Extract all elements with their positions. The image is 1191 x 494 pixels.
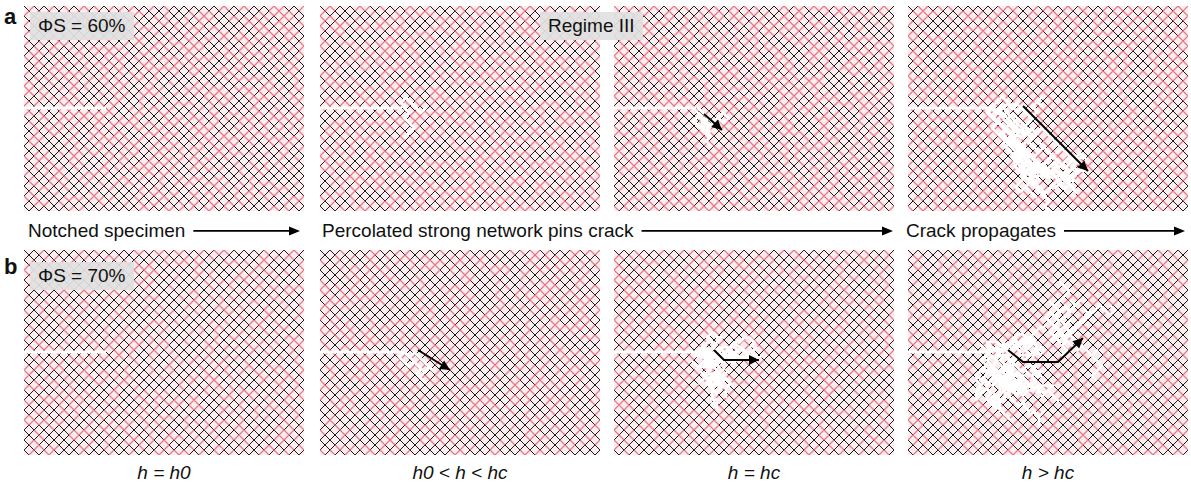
panel-tag: ΦS = 70% xyxy=(30,262,134,290)
lattice-panel xyxy=(908,250,1188,455)
step-label: h = h0 xyxy=(137,462,190,484)
stage-label: Crack propagates xyxy=(906,220,1056,242)
panel-tag: Regime III xyxy=(540,12,643,40)
panel-letter: b xyxy=(4,254,17,279)
step-label: h = hc xyxy=(728,462,780,484)
lattice-panel xyxy=(320,250,600,455)
lattice-panel xyxy=(614,250,894,455)
stage-label: Notched specimen xyxy=(28,220,185,242)
panel-tag: ΦS = 60% xyxy=(30,12,134,40)
lattice-panel xyxy=(614,6,894,211)
lattice-panel xyxy=(908,6,1188,211)
step-label: h0 < h < hc xyxy=(412,462,507,484)
stage-label: Percolated strong network pins crack xyxy=(322,220,634,242)
panel-letter: a xyxy=(4,4,16,29)
step-label: h > hc xyxy=(1022,462,1074,484)
